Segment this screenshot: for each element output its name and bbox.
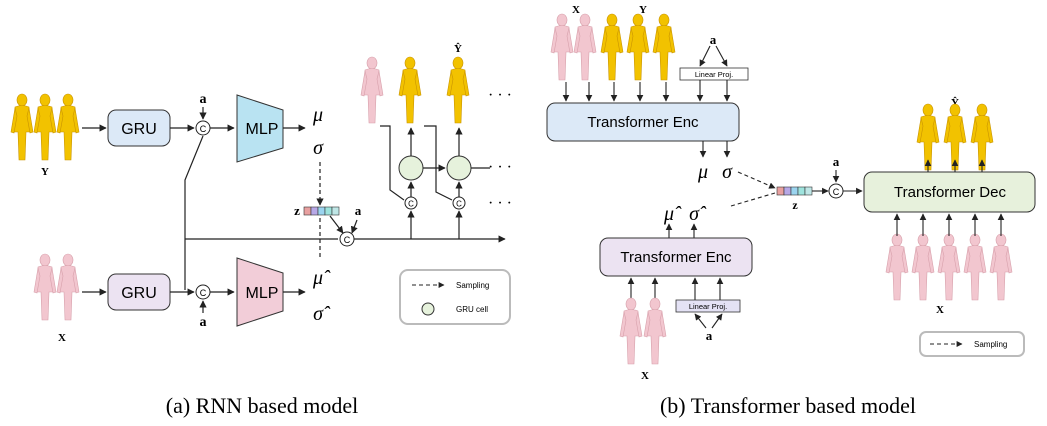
concat-symbol: C: [200, 288, 207, 298]
linear-proj-top-label: Linear Proj.: [695, 70, 733, 79]
transformer-dec: [863, 171, 1036, 213]
enc-top-input-arrows: [562, 80, 731, 102]
legend-gru-cell-swatch: [421, 302, 435, 316]
gru-cell-2: [446, 155, 472, 181]
human-figure-gold: [652, 13, 676, 81]
concat-symbol: C: [408, 200, 414, 209]
dec-input-arrows: [893, 213, 1005, 236]
dec-output-arrows: [924, 159, 986, 172]
legend-sampling-left: Sampling: [456, 281, 489, 290]
concat-symbol: C: [200, 124, 207, 134]
yhat-label-right: Ŷ: [951, 97, 959, 109]
human-figure-pink: [643, 297, 667, 365]
legend-sampling-right: Sampling: [974, 340, 1007, 349]
gru-cell-1: [398, 155, 424, 181]
sigma-label: σ: [313, 137, 324, 159]
mu-hat-label: μ̂: [312, 267, 331, 289]
sigma-label-right: σ: [722, 161, 733, 183]
concat-symbol: C: [344, 235, 351, 245]
human-figure-pink: [937, 233, 961, 301]
linear-proj-bottom: [675, 299, 741, 313]
human-figure-pink: [573, 13, 597, 81]
latent-z-vector: [303, 206, 340, 216]
ellipsis-mid: · · ·: [488, 159, 512, 176]
mlp-top-label: MLP: [246, 121, 279, 138]
mu-label-right: μ: [697, 161, 708, 183]
concat-symbol: C: [833, 187, 840, 197]
z-label: z: [294, 203, 300, 218]
latent-z-vector-right: [776, 186, 813, 196]
human-figure-pink: [963, 233, 987, 301]
linear-proj-top: [679, 67, 749, 81]
x-figure-group-left: [33, 253, 80, 321]
legend-gru-cell: GRU cell: [456, 305, 488, 314]
human-figure-pink: [911, 233, 935, 301]
concat-symbol: C: [456, 200, 462, 209]
mu-hat-label-right: μ̂: [663, 203, 682, 225]
human-figure-gold: [446, 56, 470, 124]
caption-right: (b) Transformer based model: [660, 393, 916, 418]
human-figure-pink: [360, 56, 384, 124]
mu-label: μ: [312, 104, 323, 126]
mlp-top: [236, 94, 284, 163]
a-label-mid: a: [355, 203, 362, 218]
human-figure-pink: [989, 233, 1013, 301]
z-label-right: z: [792, 198, 798, 212]
linear-proj-bottom-label: Linear Proj.: [689, 302, 727, 311]
x-label-top: X: [572, 4, 580, 16]
human-figure-gold: [398, 56, 422, 124]
transformer-enc-bottom: [599, 237, 753, 277]
gru-encoder-y-label: GRU: [121, 121, 157, 138]
a-label-top: a: [200, 92, 207, 107]
x-label-dec: X: [936, 304, 944, 316]
mlp-bottom-label: MLP: [246, 285, 279, 302]
human-figure-pink: [885, 233, 909, 301]
transformer-enc-top: [546, 102, 740, 142]
mlp-bottom: [236, 257, 284, 327]
sigma-hat-label: σ̂: [313, 303, 331, 325]
legend-left: [399, 269, 511, 325]
ellipsis-bottom: · · ·: [488, 195, 512, 212]
x-label-enc-bottom: X: [641, 370, 649, 382]
human-figure-gold: [600, 13, 624, 81]
a-label-dec: a: [833, 154, 840, 169]
ellipsis-top: · · ·: [488, 87, 512, 104]
a-label-bottom: a: [200, 315, 207, 330]
transformer-enc-top-label: Transformer Enc: [587, 114, 699, 131]
a-label-enc-bottom: a: [706, 328, 713, 343]
human-figure-pink: [619, 297, 643, 365]
sigma-hat-label-right: σ̂: [689, 203, 707, 225]
human-figure-pink: [56, 253, 80, 321]
human-figure-gold: [10, 93, 34, 161]
enc-input-figures: [550, 13, 676, 81]
a-label-enc-top: a: [710, 32, 717, 47]
human-figure-gold: [56, 93, 80, 161]
dec-input-figures: [885, 233, 1013, 301]
x-label-left: X: [58, 332, 66, 344]
transformer-enc-bottom-label: Transformer Enc: [620, 249, 732, 266]
human-figure-pink: [550, 13, 574, 81]
enc-bottom-input-figures: [619, 297, 667, 365]
human-figure-gold: [33, 93, 57, 161]
enc-bottom-input-arrows: [627, 277, 724, 300]
caption-left: (a) RNN based model: [166, 393, 358, 418]
y-figure-group: [10, 93, 80, 161]
human-figure-gold: [626, 13, 650, 81]
legend-right: [919, 331, 1025, 357]
y-label: Y: [41, 166, 49, 178]
gru-encoder-x-label: GRU: [121, 285, 157, 302]
human-figure-pink: [33, 253, 57, 321]
y-label-top: Y: [639, 4, 647, 16]
transformer-dec-label: Transformer Dec: [894, 184, 1006, 201]
yhat-label-left: Ŷ: [454, 43, 462, 55]
